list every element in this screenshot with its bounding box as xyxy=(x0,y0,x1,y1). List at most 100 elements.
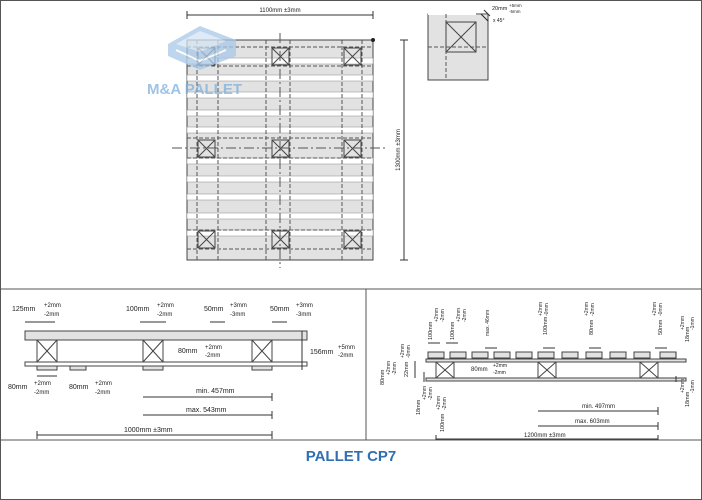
length-dimension-label: 1300mm ±3mm xyxy=(396,129,402,171)
top-board-dim-label: -0mm xyxy=(658,303,664,316)
top-board-dim-label: 100mm xyxy=(543,316,549,335)
bottom-thickness-tol-minus: -2mm xyxy=(428,387,434,400)
dim-50b-tol-plus: +3mm xyxy=(296,303,313,309)
side-block-1 xyxy=(36,339,58,363)
block-height-label: 80mm xyxy=(380,369,386,385)
top-deck-boards xyxy=(427,351,677,359)
dim-50a-tol-minus: -3mm xyxy=(230,312,245,318)
dim-125-tol-minus: -2mm xyxy=(44,312,59,318)
top-board xyxy=(427,351,445,359)
chamfer-line xyxy=(480,13,489,22)
bottom-board-tol-minus: -2mm xyxy=(442,397,448,410)
dim-overall-label: 1000mm ±3mm xyxy=(124,427,173,434)
side-block-3 xyxy=(251,339,273,363)
side-view-left: 125mm +2mm -2mm 100mm +2mm -2mm 50mm +3m… xyxy=(8,303,355,439)
dim-80-block-tol-plus: +2mm xyxy=(205,345,222,351)
top-board-dim-label: 80mm xyxy=(589,319,595,335)
top-board-dim-label: +2mm xyxy=(584,302,590,316)
dim-height-tol-minus: -2mm xyxy=(338,353,353,359)
block-cross xyxy=(197,230,216,249)
dim-min-label: min. 457mm xyxy=(196,388,235,395)
bottom-thickness-tol-plus: +2mm xyxy=(422,386,428,400)
dim-80-block-tol-minus: -2mm xyxy=(205,353,220,359)
dim-80-block-label: 80mm xyxy=(178,348,198,355)
chamfer-label: 20mm xyxy=(492,6,508,12)
block-height-tol-plus: +2mm xyxy=(386,361,392,375)
top-board xyxy=(493,351,511,359)
top-board-dim-label: 100mm xyxy=(428,321,434,340)
dim-100-tol-plus: +2mm xyxy=(157,303,174,309)
dim-125-tol-plus: +2mm xyxy=(44,303,61,309)
top-board xyxy=(471,351,489,359)
dim-100-label: 100mm xyxy=(126,306,150,313)
right-block-1 xyxy=(435,361,455,379)
dim-50a-label: 50mm xyxy=(204,306,224,313)
bottom-thickness-label: 18mm xyxy=(416,399,422,415)
side-block-2 xyxy=(142,339,164,363)
top-board-dim-label: +2mm xyxy=(652,302,658,316)
top-board xyxy=(449,351,467,359)
top-board xyxy=(585,351,603,359)
right-bottom-label: 18mm xyxy=(685,391,691,407)
chamfer-tol-plus: +5mm xyxy=(509,3,522,8)
deck-gap-tol-plus: +2mm xyxy=(400,344,406,358)
top-board xyxy=(609,351,627,359)
top-board-dim-label: 50mm xyxy=(658,319,664,335)
dim-80a-tol-plus: +2mm xyxy=(34,381,51,387)
right-top-label: 18mm xyxy=(685,326,691,342)
dim-50b-label: 50mm xyxy=(270,306,290,313)
bottom-board-label: 100mm xyxy=(440,413,446,432)
dim-125-label: 125mm xyxy=(12,306,36,313)
block-cross xyxy=(343,47,362,66)
right-top-tol-plus: +2mm xyxy=(680,316,686,330)
top-board xyxy=(659,351,677,359)
top-board xyxy=(515,351,533,359)
dim-80b-tol-plus: +2mm xyxy=(95,381,112,387)
top-board-dim-label: +2mm xyxy=(538,302,544,316)
block-width-tol-minus: -2mm xyxy=(493,370,506,376)
right-min-label: min. 497mm xyxy=(582,404,615,410)
top-board-dim-label: max. 46mm xyxy=(485,310,491,336)
block-width-label: 80mm xyxy=(471,367,488,373)
bottom-board-right xyxy=(425,377,687,382)
right-top-tol-minus: -1mm xyxy=(690,317,696,330)
top-board-dim-label: +2mm xyxy=(456,308,462,322)
deck-gap-label: 22mm xyxy=(404,361,410,377)
dim-50a-tol-plus: +3mm xyxy=(230,303,247,309)
right-bottom-tol-minus: -1mm xyxy=(690,380,696,393)
top-board-dim-label: +2mm xyxy=(434,308,440,322)
dim-80a-tol-minus: -2mm xyxy=(34,390,49,396)
top-board xyxy=(633,351,651,359)
bottom-board-tol-plus: +2mm xyxy=(436,396,442,410)
deck-gap-tol-minus: -0mm xyxy=(406,345,412,358)
top-board xyxy=(561,351,579,359)
corner-detail: 20mm +5mm -5mm x 45° xyxy=(427,3,522,81)
width-dimension-label: 1100mm ±3mm xyxy=(259,8,300,14)
dim-80b-tol-minus: -2mm xyxy=(95,390,110,396)
right-block-3 xyxy=(639,361,659,379)
block-height-tol-minus: -2mm xyxy=(392,362,398,375)
dim-100-tol-minus: -2mm xyxy=(157,312,172,318)
detail-block xyxy=(445,21,477,53)
footer-title: PALLET CP7 xyxy=(306,448,397,465)
chamfer-tol-minus: -5mm xyxy=(509,9,521,14)
corner-detail-marker xyxy=(371,38,375,42)
dim-max-label: max. 543mm xyxy=(186,407,227,414)
bottom-board xyxy=(24,361,308,367)
brand-logo: M&A PALLET xyxy=(147,26,242,98)
top-board xyxy=(537,351,555,359)
block-width-tol-plus: +2mm xyxy=(493,363,507,369)
top-board-dim-label: -2mm xyxy=(590,303,596,316)
top-board-dim-label: -0mm xyxy=(544,303,550,316)
right-max-label: max. 603mm xyxy=(575,419,610,425)
top-deck xyxy=(24,330,308,341)
dim-height-tol-plus: +5mm xyxy=(338,345,355,351)
right-overall-label: 1200mm ±3mm xyxy=(524,433,566,439)
right-block-2 xyxy=(537,361,557,379)
dim-80b-label: 80mm xyxy=(69,384,89,391)
chamfer-angle: x 45° xyxy=(493,18,504,24)
